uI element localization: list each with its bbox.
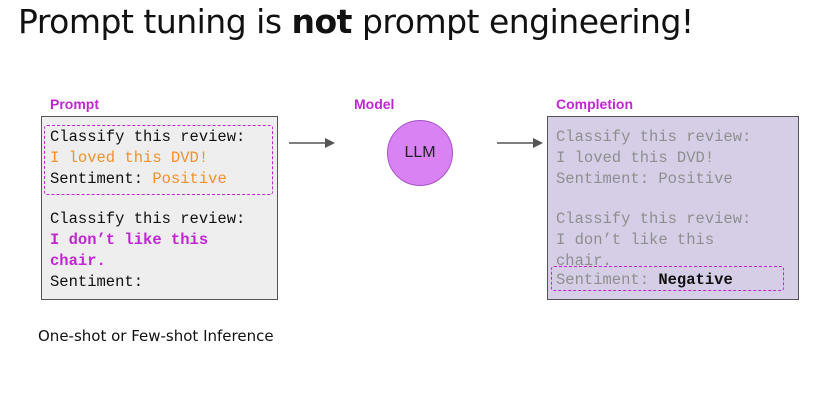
arrow-to-completion <box>497 138 543 148</box>
completion-line: I don’t like this <box>556 231 715 249</box>
prompt-label: Prompt <box>50 96 99 112</box>
model-label: Model <box>354 96 395 112</box>
query-review-line2: chair. <box>50 252 106 270</box>
example-sentiment-value: Positive <box>152 170 227 188</box>
completion-sentiment: Sentiment: Negative <box>556 270 733 291</box>
llm-node: LLM <box>387 120 453 186</box>
completion-line: I loved this DVD! <box>556 149 715 167</box>
completion-line: Classify this review: <box>556 128 752 146</box>
query-sentiment-label: Sentiment: <box>50 273 144 291</box>
example-instruction: Classify this review: <box>50 128 246 146</box>
example-sentiment: Sentiment: Positive <box>50 169 227 190</box>
prompt-box: Classify this review: I loved this DVD! … <box>41 116 278 300</box>
example-review: I loved this DVD! <box>50 149 209 167</box>
completion-line: Classify this review: <box>556 210 752 228</box>
completion-box: Classify this review: I loved this DVD! … <box>547 116 799 300</box>
query-review-line1: I don’t like this <box>50 231 209 249</box>
example-highlight <box>44 125 273 195</box>
example-sentiment-label: Sentiment: <box>50 170 144 188</box>
query-instruction: Classify this review: <box>50 210 246 228</box>
completion-answer: Negative <box>658 271 733 289</box>
title-prefix: Prompt tuning is <box>18 2 292 41</box>
llm-label: LLM <box>404 144 436 161</box>
caption: One-shot or Few-shot Inference <box>38 327 274 345</box>
completion-line: chair. <box>556 252 612 270</box>
title-suffix: prompt engineering! <box>351 2 694 41</box>
arrow-to-model <box>289 138 335 148</box>
title-emphasis: not <box>291 2 353 41</box>
completion-label: Completion <box>556 96 633 112</box>
page-title: Prompt tuning is not prompt engineering! <box>18 2 694 41</box>
completion-sentiment-label: Sentiment: <box>556 271 650 289</box>
answer-highlight <box>551 266 784 291</box>
completion-line: Sentiment: Positive <box>556 170 733 188</box>
